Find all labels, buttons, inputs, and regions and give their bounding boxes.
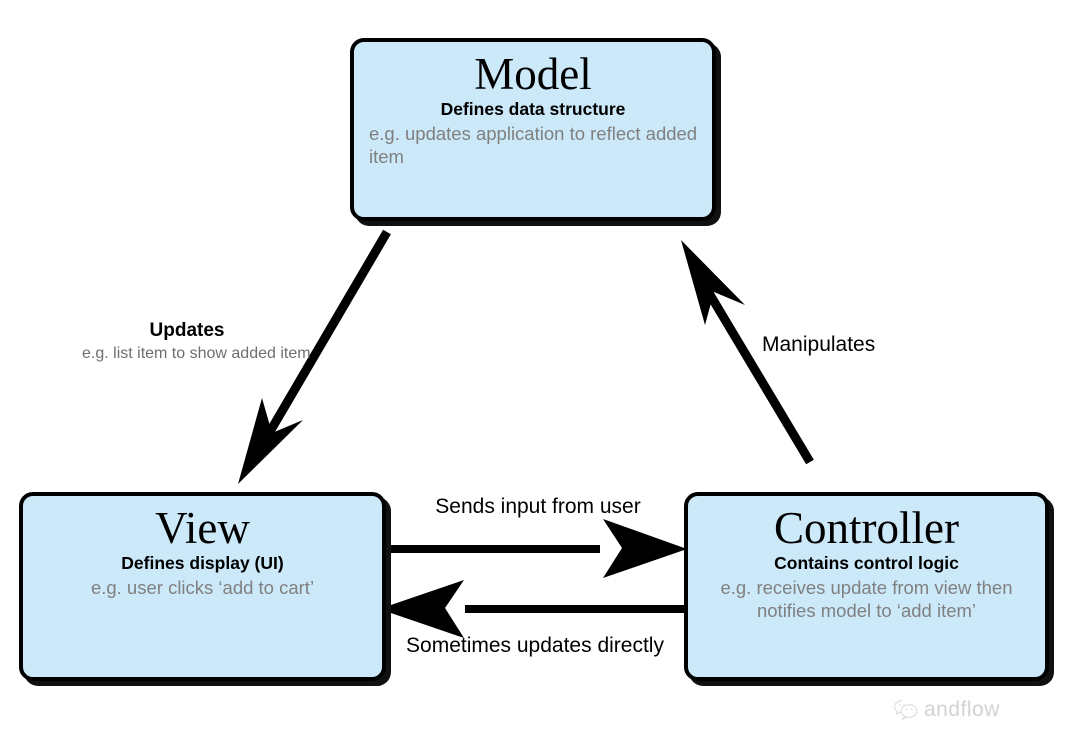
node-view[interactable]: View Defines display (UI) e.g. user clic… [19, 492, 386, 681]
edge-label-updates-title: Updates [149, 320, 225, 341]
arrow-view-to-controller [387, 519, 687, 578]
watermark: andflow [893, 698, 1000, 722]
node-controller-title: Controller [774, 503, 959, 553]
node-model-title: Model [474, 49, 592, 99]
node-model[interactable]: Model Defines data structure e.g. update… [350, 38, 716, 221]
node-view-example: e.g. user clicks ‘add to cart’ [90, 576, 315, 598]
node-view-title: View [155, 503, 250, 553]
edge-label-manipulates: Manipulates [762, 332, 902, 357]
node-model-subtitle: Defines data structure [440, 98, 626, 119]
node-controller[interactable]: Controller Contains control logic e.g. r… [684, 492, 1049, 681]
edge-label-sends-input-title: Sends input from user [435, 495, 641, 518]
node-view-subtitle: Defines display (UI) [121, 552, 284, 573]
node-controller-subtitle: Contains control logic [774, 552, 959, 573]
edge-label-sometimes-updates: Sometimes updates directly [395, 633, 675, 658]
edge-label-updates-example: e.g. list item to show added item [82, 344, 311, 362]
node-model-example: e.g. updates application to reflect adde… [369, 122, 698, 168]
node-controller-example: e.g. receives update from view then noti… [720, 576, 1013, 622]
edge-label-manipulates-title: Manipulates [762, 333, 876, 356]
wechat-bubble-icon [893, 699, 919, 721]
watermark-text: andflow [924, 698, 1000, 721]
arrow-controller-to-view [379, 580, 686, 638]
edge-label-sometimes-updates-title: Sometimes updates directly [406, 634, 664, 657]
edge-label-updates: Updates e.g. list item to show added ite… [82, 320, 311, 364]
edge-label-sends-input: Sends input from user [413, 494, 663, 519]
